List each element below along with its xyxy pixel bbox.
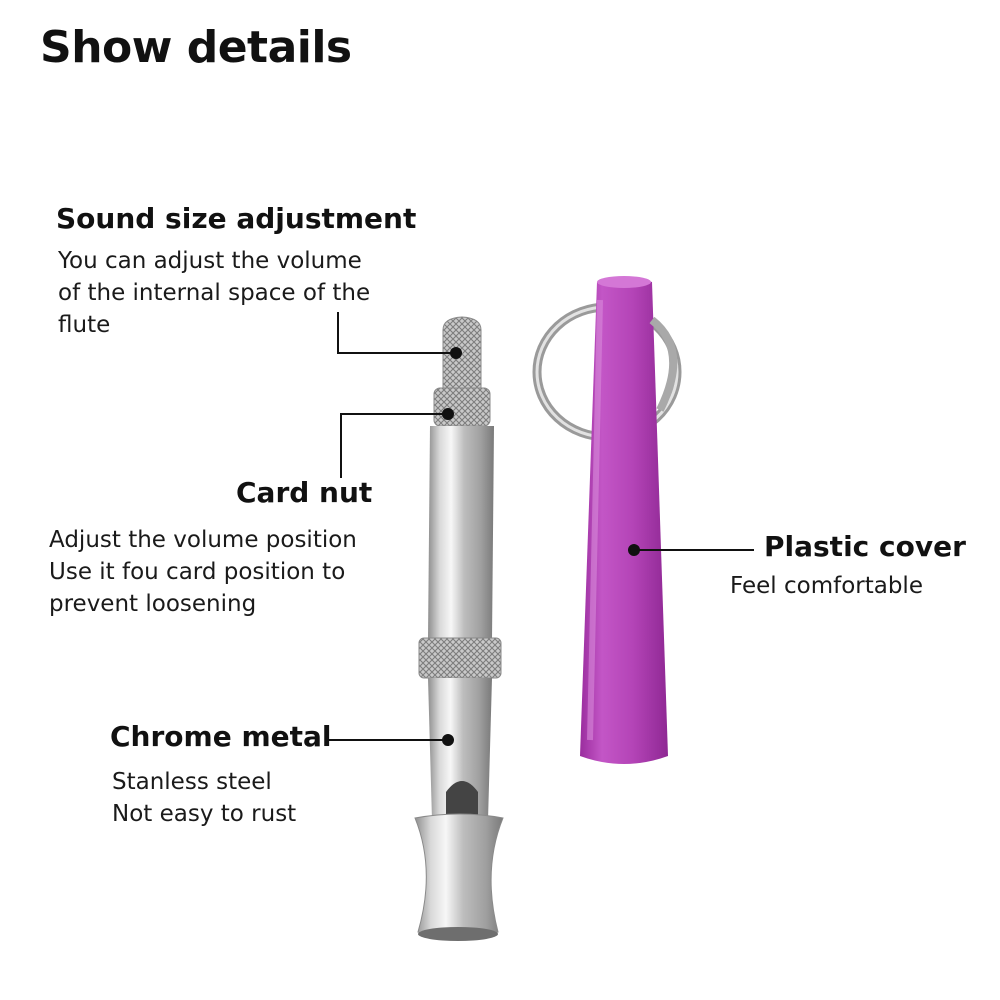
description-line: flute: [58, 312, 111, 338]
plastic-cover-description: Feel comfortable: [730, 570, 923, 602]
chrome-metal-heading: Chrome metal: [110, 720, 332, 753]
description-line: Adjust the volume position: [49, 527, 357, 553]
description-line: Stanless steel: [112, 769, 272, 795]
whistle-image: [414, 316, 504, 941]
description-line: of the internal space of the: [58, 280, 371, 306]
description-line: Use it fou card position to: [49, 559, 346, 585]
sound-size-description: You can adjust the volume of the interna…: [58, 245, 370, 341]
sound-size-dot: [450, 347, 462, 359]
card-nut-heading: Card nut: [236, 476, 373, 509]
card-nut-leader: [340, 413, 448, 478]
card-nut-description: Adjust the volume position Use it fou ca…: [49, 524, 357, 620]
page-title: Show details: [40, 22, 352, 73]
description-line: Feel comfortable: [730, 573, 923, 599]
plastic-cover-dot: [628, 544, 640, 556]
description-line: You can adjust the volume: [58, 248, 362, 274]
card-nut-dot: [442, 408, 454, 420]
leader-lines: [326, 312, 754, 746]
description-line: prevent loosening: [49, 591, 257, 617]
chrome-metal-dot: [442, 734, 454, 746]
sound-size-heading: Sound size adjustment: [56, 202, 417, 235]
plastic-cover-image: [580, 276, 668, 764]
sound-size-leader: [337, 312, 456, 354]
description-line: Not easy to rust: [112, 801, 297, 827]
plastic-cover-heading: Plastic cover: [764, 530, 966, 563]
chrome-metal-description: Stanless steel Not easy to rust: [112, 766, 296, 830]
